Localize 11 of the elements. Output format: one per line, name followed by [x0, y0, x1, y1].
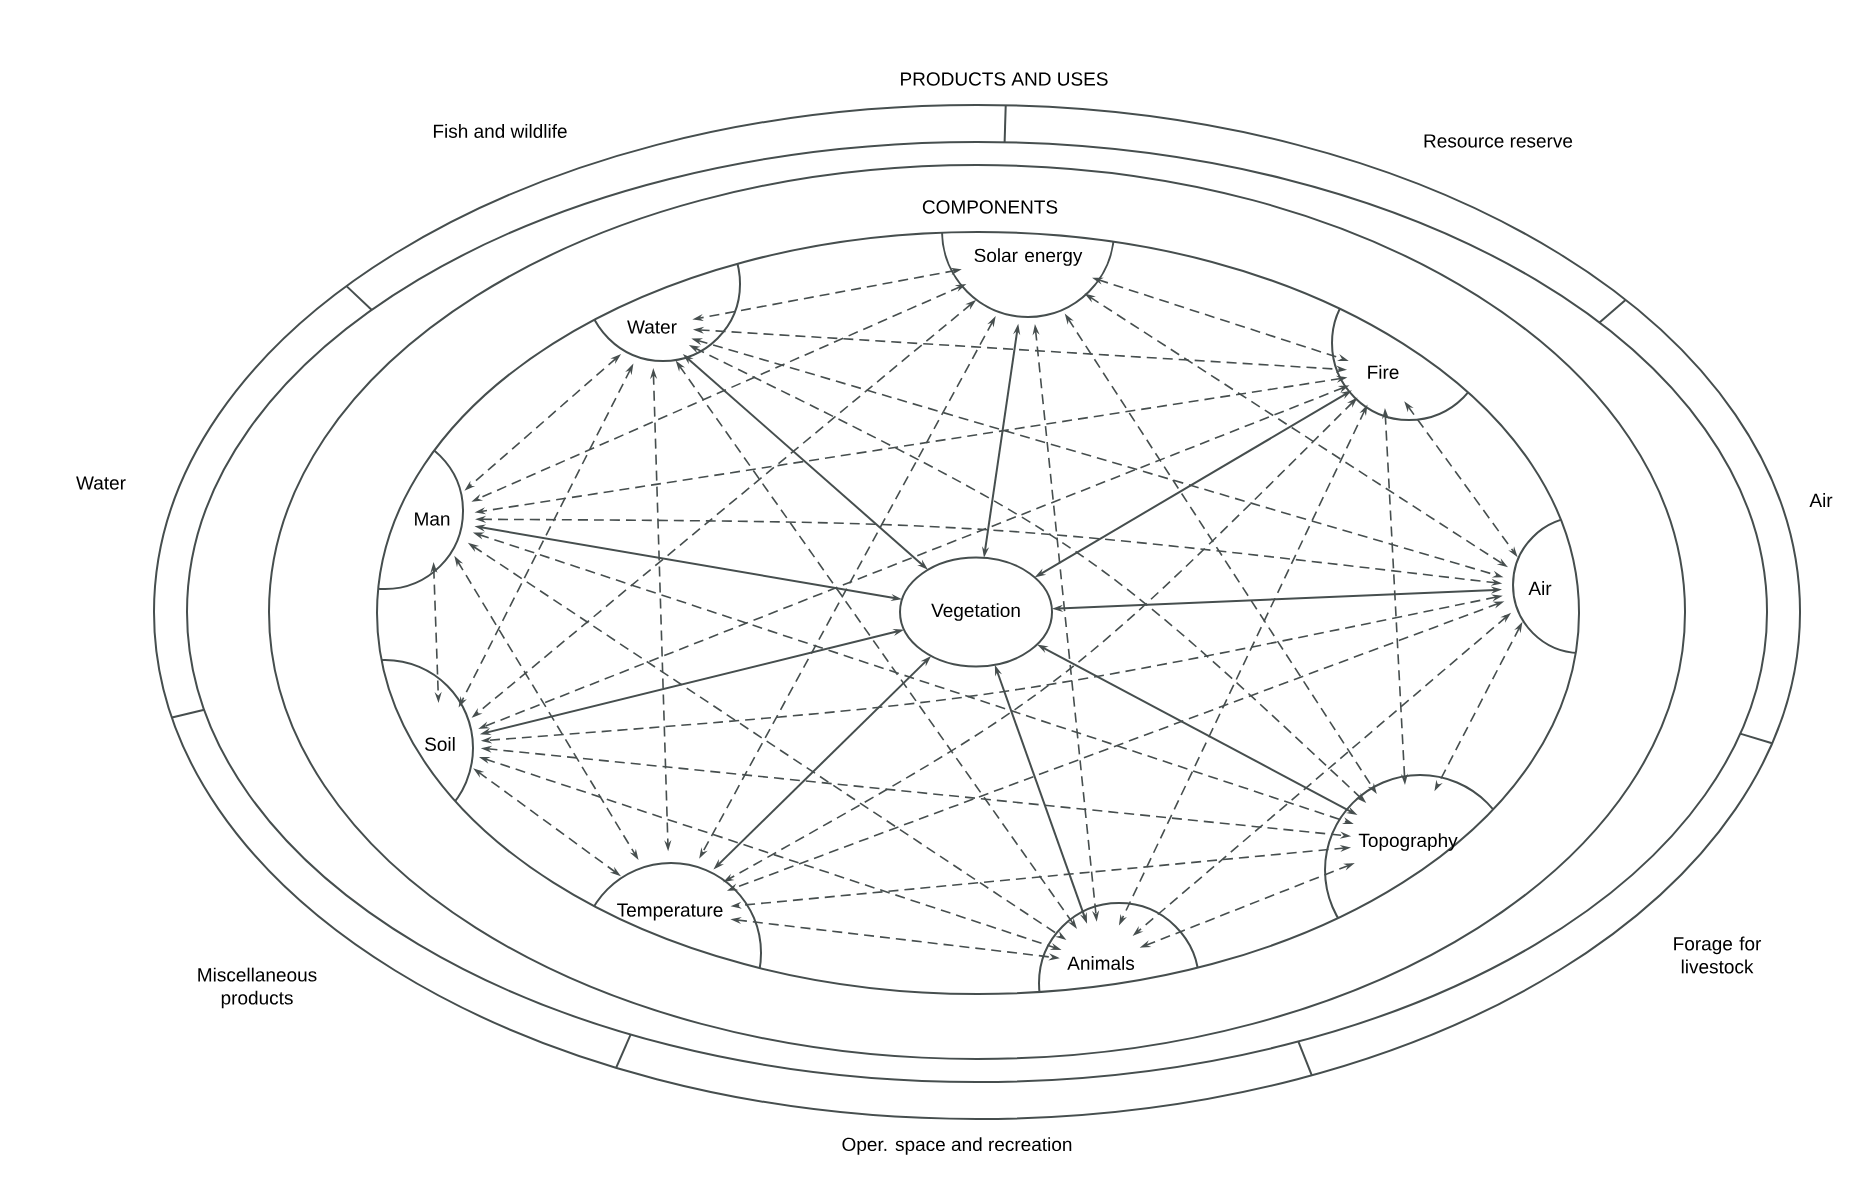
ring-label: Miscellaneous products	[198, 967, 317, 1009]
component-bump: Air	[1512, 516, 1579, 654]
ring-label: PRODUCTS AND USES	[901, 72, 1108, 86]
component-bump: Solar energy	[941, 232, 1115, 318]
ring-label: Fish and wildlife	[434, 124, 567, 138]
ring-label: Forage for livestock	[1674, 936, 1762, 974]
ring-label: Water	[76, 476, 126, 490]
ring-label: Oper. space and recreation	[842, 1137, 1072, 1155]
ring-label: COMPONENTS	[922, 200, 1058, 214]
ring-label: Resource reserve	[1424, 134, 1573, 148]
ring-label: Air	[1809, 493, 1833, 507]
